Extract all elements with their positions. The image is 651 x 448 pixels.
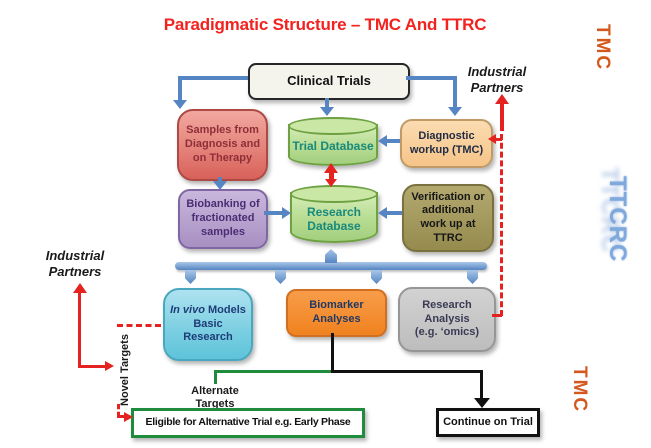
node-trial-database: Trial Database xyxy=(288,117,378,166)
node-samples: Samples from Diagnosis and on Therapy xyxy=(177,109,268,181)
arrowhead-into-researchdb-left xyxy=(282,207,291,219)
node-biobanking: Biobanking of fractionated samples xyxy=(178,189,268,249)
black-line-v xyxy=(480,370,483,400)
bar-down-stub-2 xyxy=(275,270,286,284)
arrowhead-up-trialdb xyxy=(324,163,338,173)
black-line-h xyxy=(331,370,483,373)
page-title: Paradigmatic Structure – TMC And TTRC xyxy=(163,15,487,34)
arrowhead-to-samples xyxy=(173,100,187,109)
arrowhead-into-trialdb xyxy=(378,135,387,147)
tmc-top-label: TMC xyxy=(592,24,613,72)
arrowhead-down-researchdb xyxy=(325,179,337,187)
alternate-targets-label: Alternate Targets xyxy=(191,385,239,410)
arrow-trialdb-researchdb-shaft xyxy=(329,171,334,180)
distribution-bar xyxy=(175,262,487,270)
novel-targets-label: Novel Targets xyxy=(119,334,131,406)
in-vivo-line2: Basic xyxy=(193,317,223,330)
red-dashed-novel-to-invivo xyxy=(117,324,161,327)
red-left-vertical xyxy=(78,292,81,368)
red-dashed-bottom-h xyxy=(117,415,126,418)
bar-down-stub-3 xyxy=(371,270,382,284)
arrow-clinical-to-diagnostic-v xyxy=(453,76,457,108)
red-left-horizontal xyxy=(78,365,107,368)
node-research-database: Research Database xyxy=(290,185,378,243)
arrow-clinical-to-samples-h xyxy=(180,76,248,80)
bar-up-arrow xyxy=(325,249,337,263)
in-vivo-rest: Models xyxy=(204,303,246,316)
arrowhead-into-diagnostic xyxy=(488,134,496,144)
arrowhead-to-biobanking xyxy=(213,181,227,190)
arrowhead-to-novel-targets xyxy=(105,361,114,371)
arrowhead-into-researchdb-right xyxy=(378,207,387,219)
industrial-partners-left: Industrial Partners xyxy=(45,248,105,279)
arrow-clinical-to-trialdb xyxy=(325,98,329,108)
node-continue-on-trial: Continue on Trial xyxy=(436,408,540,437)
arrowhead-to-industrial-right xyxy=(495,94,509,104)
ttcrc-watermark: TTCRC xyxy=(604,176,631,263)
green-line-v xyxy=(214,370,217,384)
red-dashed-bottom-v xyxy=(117,404,120,417)
arrowhead-to-trialdb xyxy=(320,107,334,116)
arrowhead-to-continue xyxy=(474,398,490,408)
red-dashed-vertical xyxy=(500,134,503,316)
red-solid-up-shaft xyxy=(500,104,504,131)
research-database-label: Research Database xyxy=(306,204,362,233)
arrow-diagnostic-to-trialdb xyxy=(386,139,400,143)
bar-down-stub-4 xyxy=(467,270,478,284)
arrow-biobanking-to-researchdb xyxy=(264,211,284,215)
arrowhead-to-diagnostic xyxy=(448,107,462,116)
node-clinical-trials: Clinical Trials xyxy=(248,63,410,100)
bar-down-stub-1 xyxy=(185,270,196,284)
arrow-clinical-to-samples-v xyxy=(178,76,182,102)
green-line-h xyxy=(214,370,333,373)
arrow-clinical-to-diagnostic-h xyxy=(406,76,457,80)
tmc-bottom-label: TMC xyxy=(569,366,590,414)
arrowhead-to-industrial-left xyxy=(73,283,87,293)
in-vivo-line3: Research xyxy=(183,331,233,344)
arrow-verification-to-researchdb xyxy=(386,211,402,215)
node-verification: Verification or additional work up at TT… xyxy=(402,184,494,252)
node-eligible-alternative-trial: Eligible for Alternative Trial e.g. Earl… xyxy=(131,408,365,438)
node-research-analysis: Research Analysis (e.g. ‘omics) xyxy=(398,287,496,352)
arrow-samples-to-biobanking xyxy=(218,177,222,183)
trial-database-label: Trial Database xyxy=(292,139,374,154)
industrial-partners-top-right: Industrial Partners xyxy=(467,64,527,95)
black-line-from-biomarker xyxy=(331,333,334,373)
node-diagnostic-workup: Diagnostic workup (TMC) xyxy=(400,119,493,168)
node-in-vivo-models: In vivo Models Basic Research xyxy=(163,288,253,361)
in-vivo-italic: In vivo xyxy=(170,303,205,316)
red-branch-to-diagnostic xyxy=(496,138,502,141)
node-biomarker-analyses: Biomarker Analyses xyxy=(286,289,387,337)
cylinder-top xyxy=(288,117,378,135)
arrowhead-to-eligible xyxy=(124,412,133,422)
red-dashed-from-ranalysis xyxy=(492,314,502,317)
